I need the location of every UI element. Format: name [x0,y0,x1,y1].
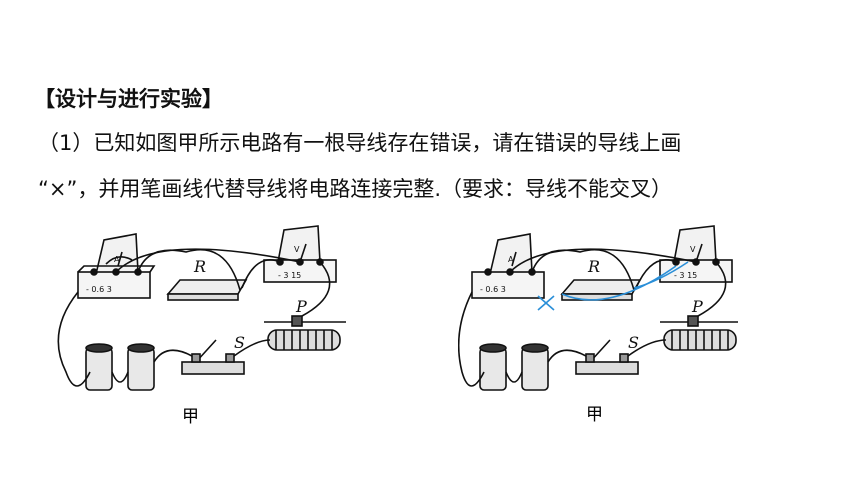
battery-pair [85,343,155,391]
question-text-line-2: “×”，并用笔画线代替导线将电路连接完整.（要求：导线不能交叉） [38,177,673,201]
voltmeter-symbol: V [690,245,696,254]
ammeter [77,233,156,299]
switch [575,339,639,375]
switch [181,339,245,375]
figure-caption: 甲 [182,407,199,427]
resistor [560,279,642,301]
battery-pair [479,343,549,391]
circuit-figure-original: R P S A V - 0.6 3 - 3 15 甲 [57,225,346,427]
figure-caption: 甲 [586,405,603,425]
correction-marks [537,261,689,311]
ammeter-terminal-labels: - 0.6 3 [480,285,506,294]
voltmeter-symbol: V [294,245,300,254]
section-heading: 【设计与进行实验】 [34,87,223,111]
switch-label: S [234,333,245,352]
rheostat [660,315,738,351]
circuit-figure-corrected: R P S A V - 0.6 3 - 3 15 甲 [458,222,740,430]
question-text-line-1: （1）已知如图甲所示电路有一根导线存在错误，请在错误的导线上画 [38,131,682,155]
voltmeter-terminal-labels: - 3 15 [278,271,301,280]
rheostat [264,315,346,351]
ammeter-terminal-labels: - 0.6 3 [86,285,112,294]
voltmeter-terminal-labels: - 3 15 [674,271,697,280]
slider-label: P [295,297,307,316]
resistor-label: R [587,257,600,276]
resistor-label: R [193,257,206,276]
switch-label: S [628,333,639,352]
voltmeter [263,225,337,283]
ammeter-symbol: A [114,255,120,264]
slider-label: P [691,297,703,316]
ammeter-symbol: A [508,255,514,264]
resistor [166,279,248,301]
